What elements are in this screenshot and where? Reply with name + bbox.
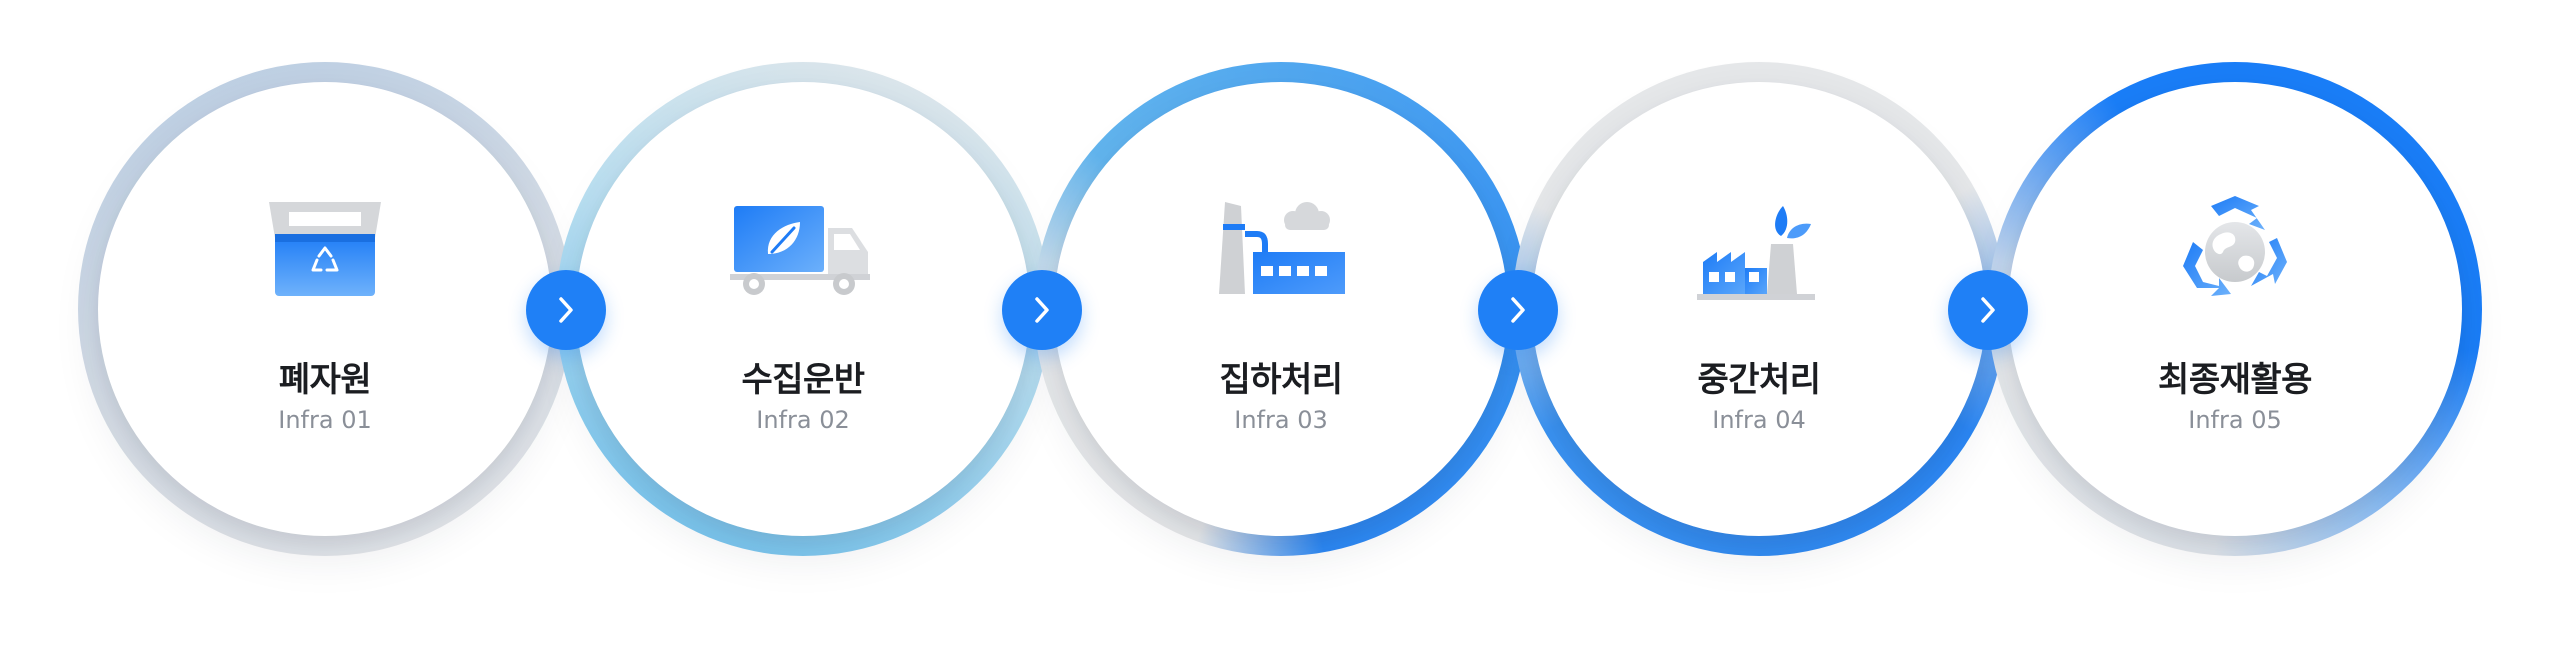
next-step-button-1[interactable] [526, 270, 606, 350]
chevron-right-icon [1035, 297, 1049, 323]
step-collection-transport[interactable]: 수집운반 Infra 02 [556, 62, 1050, 556]
chevron-right-icon [1981, 297, 1995, 323]
step-title: 최종재활용 [2158, 360, 2312, 400]
step-subtitle: Infra 05 [2188, 406, 2282, 434]
plant-icon [1219, 190, 1345, 314]
next-step-button-4[interactable] [1948, 270, 2028, 350]
eco-factory-icon [1697, 190, 1821, 314]
step-title: 집하처리 [1219, 360, 1343, 400]
truck-icon [730, 190, 870, 314]
step-title: 수집운반 [741, 360, 865, 400]
step-subtitle: Infra 02 [756, 406, 850, 434]
step-disc [576, 82, 1030, 536]
step-subtitle: Infra 01 [278, 406, 372, 434]
recycle-bin-icon [263, 190, 387, 314]
next-step-button-2[interactable] [1002, 270, 1082, 350]
step-title: 중간처리 [1697, 360, 1821, 400]
step-title: 폐자원 [278, 360, 372, 400]
step-disc [1054, 82, 1508, 536]
chevron-right-icon [1511, 297, 1525, 323]
step-final-recycling[interactable]: 최종재활용 Infra 05 [1988, 62, 2482, 556]
step-disc [2008, 82, 2462, 536]
chevron-right-icon [559, 297, 573, 323]
step-collection-processing[interactable]: 집하처리 Infra 03 [1034, 62, 1528, 556]
recycle-globe-icon [2173, 190, 2297, 314]
step-intermediate-processing[interactable]: 중간처리 Infra 04 [1512, 62, 2006, 556]
step-waste-resource[interactable]: 폐자원 Infra 01 [78, 62, 572, 556]
next-step-button-3[interactable] [1478, 270, 1558, 350]
step-subtitle: Infra 04 [1712, 406, 1806, 434]
step-subtitle: Infra 03 [1234, 406, 1328, 434]
step-disc [1532, 82, 1986, 536]
step-disc [98, 82, 552, 536]
